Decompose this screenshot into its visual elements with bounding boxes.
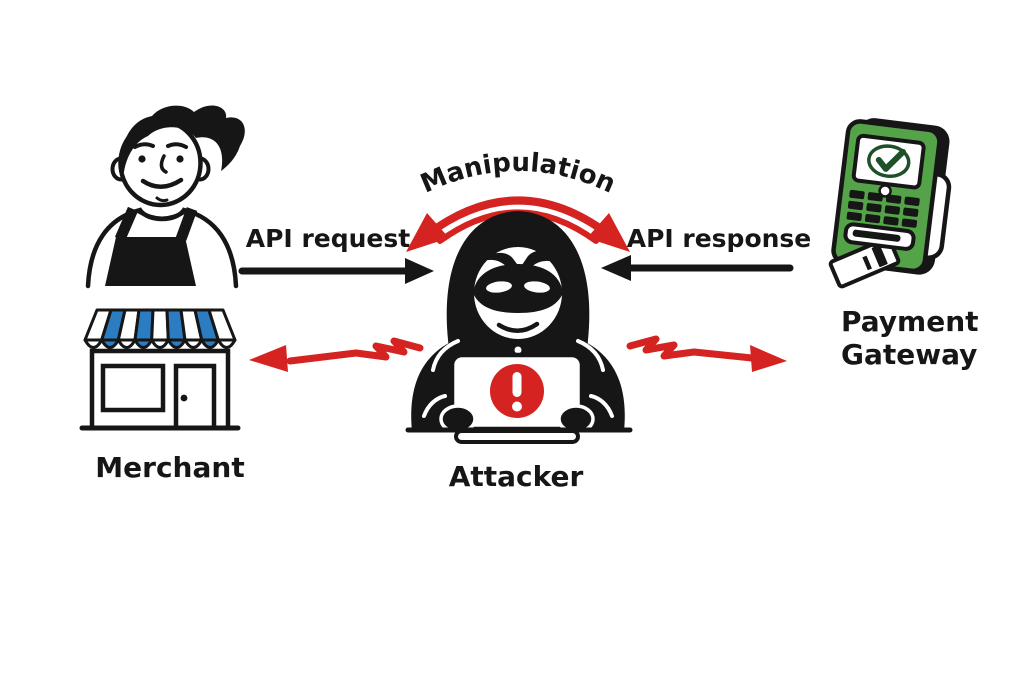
tamper-zigzag-left xyxy=(249,337,424,372)
chin-mark xyxy=(155,196,169,203)
eyebrow-right xyxy=(166,142,188,149)
door-knob xyxy=(180,394,188,402)
zigzag-line xyxy=(626,335,756,362)
keypad-key xyxy=(866,203,882,213)
keypad-key xyxy=(849,189,865,200)
collar xyxy=(136,209,188,221)
awning-scallop xyxy=(183,338,204,349)
merchant-hair xyxy=(121,105,245,175)
keypad-key xyxy=(904,196,920,206)
gateway-label-line2: Gateway xyxy=(841,338,977,371)
gateway-label-line1: Payment xyxy=(841,305,979,338)
keypad-key xyxy=(847,200,864,211)
bandit-mask-icon xyxy=(473,264,563,313)
zigzag-line xyxy=(286,337,424,365)
hooded-hacker-icon xyxy=(405,211,633,444)
awning-scallop xyxy=(200,338,220,349)
smile xyxy=(140,177,184,189)
pos-terminal-icon xyxy=(828,118,952,289)
awning-scallop xyxy=(100,338,120,349)
keypad-key xyxy=(884,205,901,215)
apron-bib xyxy=(105,237,196,286)
awning-scallop xyxy=(116,338,137,349)
svg-text:Manipulation: Manipulation xyxy=(416,148,619,200)
manipulation-arrowhead-right xyxy=(587,213,630,252)
tamper-zigzag-right xyxy=(626,335,787,372)
arrow-head-right xyxy=(405,258,434,284)
arrow-head-left xyxy=(601,255,631,281)
keypad-key xyxy=(867,192,884,202)
keypad-key xyxy=(901,218,918,228)
shopkeeper-icon xyxy=(85,105,245,289)
api-response-arrow xyxy=(601,255,794,281)
eye-left xyxy=(138,155,146,163)
awning-scallop xyxy=(133,338,154,349)
storefront-icon xyxy=(79,308,241,431)
attacker-hair xyxy=(478,250,560,281)
laptop-icon xyxy=(449,352,585,432)
mask-eye-right xyxy=(524,281,550,293)
shoulder-seam-right xyxy=(576,339,605,372)
awning-stripe xyxy=(133,308,155,342)
zipper-dot xyxy=(514,346,522,354)
awning-scallop xyxy=(83,338,104,349)
store-awning xyxy=(83,308,237,349)
nose xyxy=(159,154,168,174)
sleeve-crease-left xyxy=(422,394,447,418)
keypad-key xyxy=(902,207,919,217)
store-window xyxy=(100,363,166,413)
apron-strap-right xyxy=(175,207,198,241)
api-response-label: API response xyxy=(627,224,812,253)
checkmark-icon xyxy=(875,148,907,172)
shoulder-seam-left xyxy=(431,339,460,372)
apron-strap-left xyxy=(114,206,139,242)
awning-scallop xyxy=(150,338,170,349)
card-slot-opening xyxy=(852,229,901,242)
sleeve-crease-right xyxy=(589,394,614,418)
eyebrow-left xyxy=(133,142,155,149)
laptop-base xyxy=(454,429,580,444)
merchant-label: Merchant xyxy=(95,451,244,484)
keypad-key xyxy=(885,194,902,204)
mask-eye-left xyxy=(486,281,512,293)
attacker-label: Attacker xyxy=(449,460,584,493)
exclamation-dot xyxy=(512,401,522,412)
terminal-keypad xyxy=(846,189,920,228)
eye-right xyxy=(176,155,184,163)
keypad-key xyxy=(846,211,862,222)
awning-scallop xyxy=(166,338,187,349)
card-stripe xyxy=(871,244,888,268)
attacker-smile xyxy=(496,321,540,333)
manipulation-arc xyxy=(424,196,612,238)
keypad-key xyxy=(883,216,899,226)
api-request-arrow xyxy=(238,258,434,284)
zigzag-head-right xyxy=(750,345,787,372)
payment-card-icon xyxy=(828,236,901,289)
zigzag-head-left xyxy=(249,345,288,372)
api-request-label: API request xyxy=(246,224,410,253)
manipulation-label: Manipulation xyxy=(416,148,619,200)
awning-scallop xyxy=(216,338,237,349)
keypad-notch xyxy=(878,184,892,198)
check-oval xyxy=(867,144,911,179)
manipulation-arrowhead-left xyxy=(406,213,449,252)
terminal-screen xyxy=(851,133,926,190)
card-stripe-thin xyxy=(862,255,872,271)
keypad-key xyxy=(864,213,881,224)
exclamation-bar xyxy=(512,372,522,397)
